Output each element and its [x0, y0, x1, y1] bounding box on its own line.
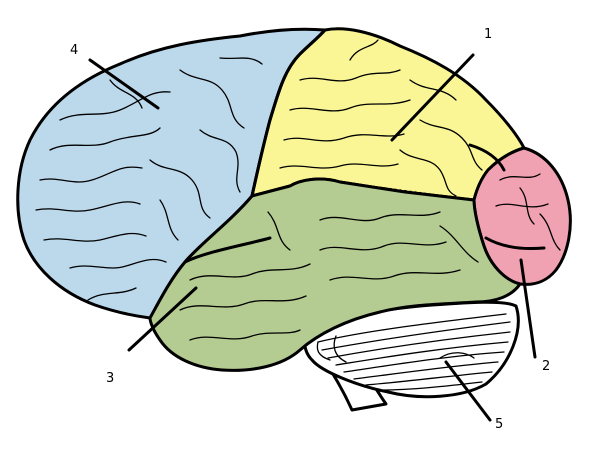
parietal-gyri	[279, 39, 483, 197]
lobe-boundary-dotted	[251, 181, 475, 201]
leader-line-3	[127, 286, 198, 352]
leader-line-2	[519, 258, 537, 359]
leader-lines	[88, 53, 537, 422]
occipital-gyri	[495, 173, 561, 251]
leader-line-1	[390, 53, 475, 142]
label-2: 2	[542, 359, 550, 374]
cerebellum-folia	[316, 313, 511, 391]
cerebellum	[303, 300, 520, 399]
label-3: 3	[106, 371, 114, 386]
temporal-lobe	[148, 177, 522, 372]
leader-line-5	[444, 360, 492, 422]
major-sulci	[183, 28, 546, 264]
label-4: 4	[70, 43, 78, 58]
temporal-gyri	[179, 211, 479, 341]
leader-line-4	[88, 58, 160, 110]
frontal-gyri	[35, 57, 263, 301]
label-5: 5	[495, 417, 503, 432]
label-1: 1	[484, 27, 492, 42]
